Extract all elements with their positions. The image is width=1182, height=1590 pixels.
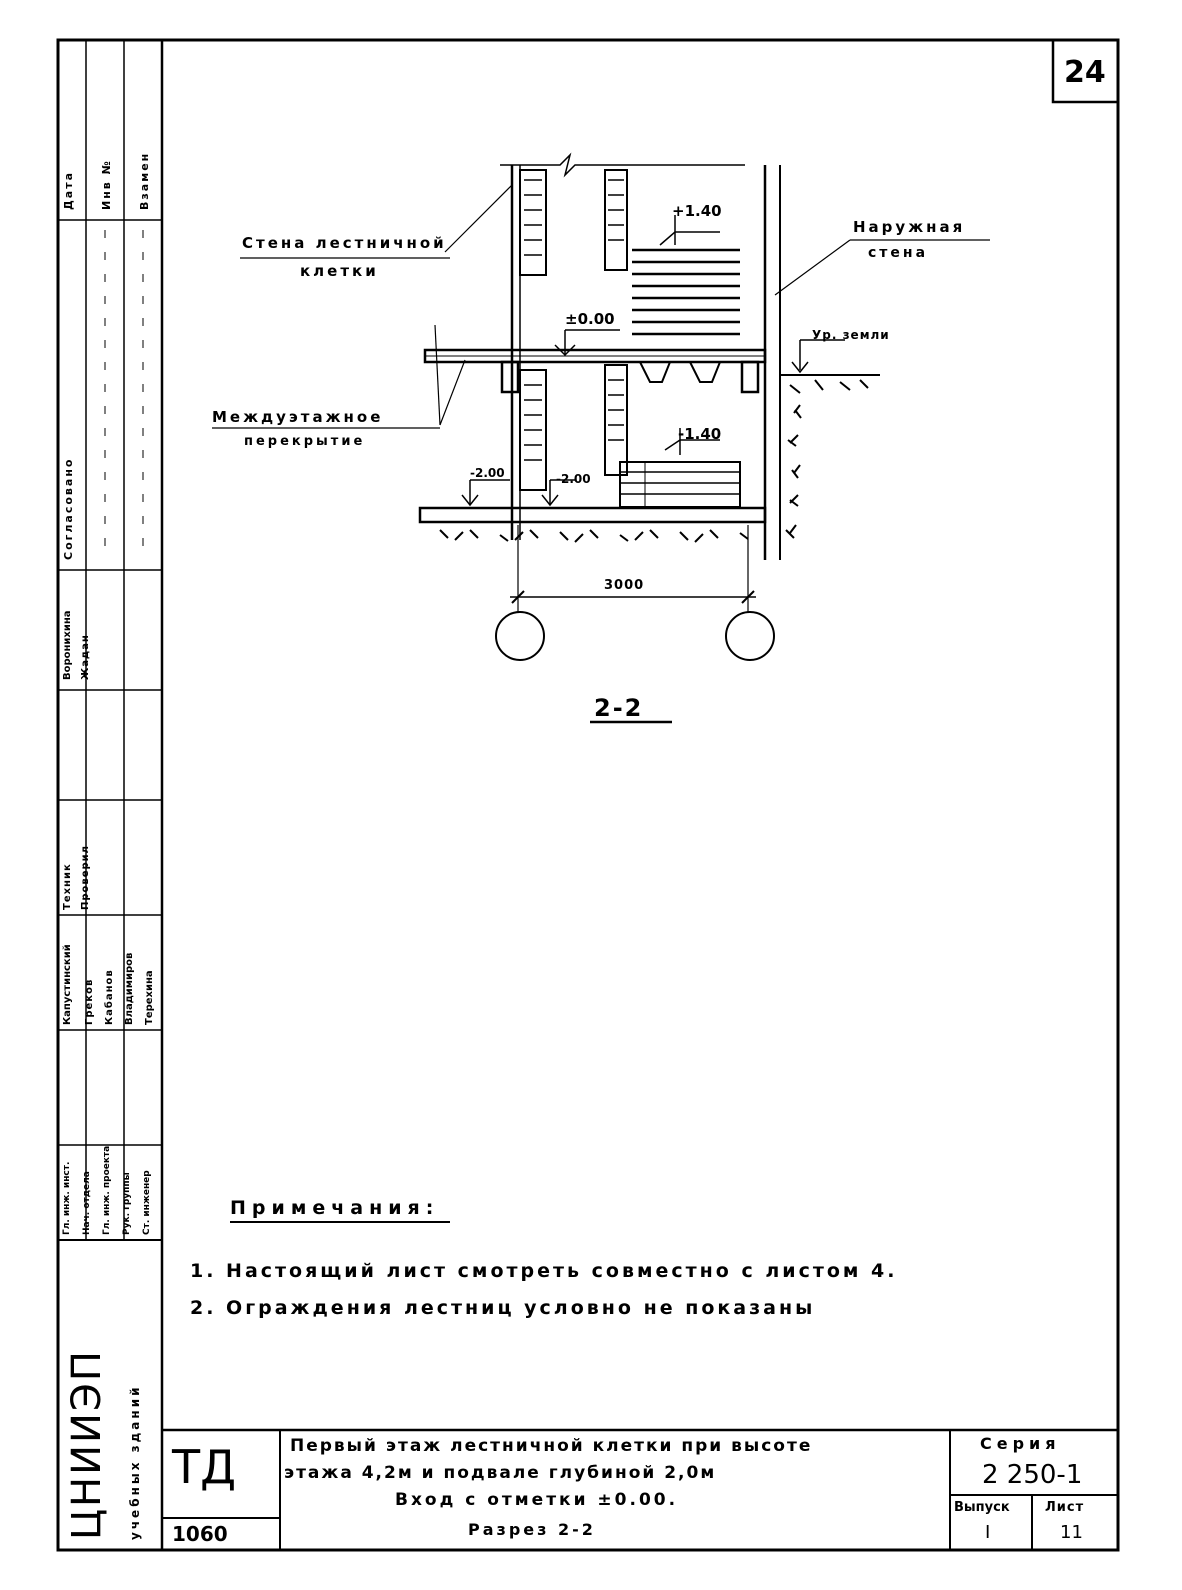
stamp-role-5: Ст. инженер [142,1170,152,1235]
note-item-1: 1. Настоящий лист смотреть совместно с л… [190,1260,898,1282]
mark-lower-flight: -1.40 [678,425,722,443]
axis-marker-left [495,611,545,661]
title-line-1: Первый этаж лестничной клетки при высоте [290,1436,813,1456]
series-label: Серия [980,1434,1061,1453]
stamp-name-7: Терехина [144,970,155,1025]
note-item-2: 2. Ограждения лестниц условно не показан… [190,1297,816,1319]
basement-floor [418,506,767,524]
sheet-frame [56,38,1120,1552]
doc-code: ТД [172,1440,237,1494]
stamp-name-1: Воронихина [62,610,73,680]
stamp-name-3: Капустинский [62,944,73,1025]
label-stair-wall-line2: клетки [300,262,379,280]
label-floor-slab-line2: перекрытие [244,434,366,449]
stamp-role-checked: Проверил [80,845,91,910]
institute-name: ЦНИИЭП [64,1349,110,1540]
label-stair-wall-line1: Стена лестничной [242,234,447,252]
title-line-2: этажа 4,2м и подвале глубиной 2,0м [284,1463,717,1483]
section-label: 2-2 [594,694,644,722]
stamp-name-5: Кабанов [104,969,115,1025]
sheet-label: Лист [1045,1500,1085,1515]
label-outer-wall-line1: Наружная [853,218,966,236]
sheet-value: 11 [1060,1522,1083,1543]
leader-stair-wall [444,184,513,253]
label-outer-wall-line2: стена [868,245,929,261]
stamp-inventory: Инв № [100,159,113,210]
sheet-number-box [1051,38,1120,104]
stamp-role-4: Рук. группы [122,1172,132,1235]
title-line-4: Разрез 2-2 [468,1520,596,1539]
stamp-role-2: Нач. отдела [82,1171,92,1235]
leader-outer-wall [774,239,851,296]
title-line-3: Вход с отметки ±0.00. [395,1490,679,1510]
mark-basement-mid: -2.00 [556,472,591,486]
stamp-date: Дата [62,170,75,210]
stamp-name-4: Греков [84,978,95,1025]
stamp-name-2: Жадан [80,634,91,680]
issue-label: Выпуск [954,1500,1010,1515]
mark-zero: ±0.00 [565,310,615,328]
leader-slab [434,324,441,426]
dimension-value: 3000 [604,578,645,593]
mark-basement-left: -2.00 [470,466,505,480]
label-ground-level: Ур. земли [812,328,890,342]
mark-upper-flight: +1.40 [672,202,722,220]
series-value: 2 250-1 [982,1460,1083,1490]
doc-number: 1060 [172,1522,228,1546]
stamp-role-technician: Техник [62,863,73,910]
notes-heading: Примечания: [230,1197,440,1219]
label-floor-slab-line1: Междуэтажное [212,408,384,426]
stamp-approved: Согласовано [62,457,75,560]
issue-value: I [985,1522,991,1543]
stamp-role-1: Гл. инж. инст. [62,1161,72,1235]
sheet-number: 24 [1064,55,1106,90]
stamp-replaces: Взамен [138,151,151,210]
axis-marker-right [725,611,775,661]
stamp-name-6: Владимиров [124,952,135,1025]
stamp-role-3: Гл. инж. проекта [102,1145,112,1235]
institute-subtitle: учебных зданий [128,1384,142,1540]
